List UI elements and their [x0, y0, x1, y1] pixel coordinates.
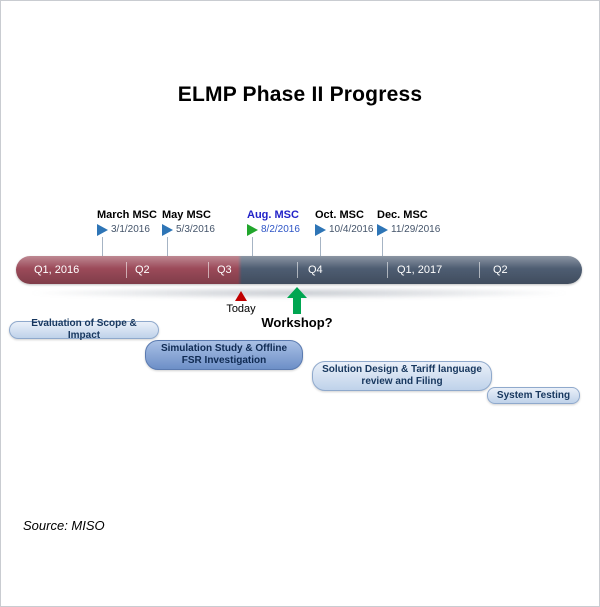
quarter-divider: [126, 262, 127, 278]
milestone-name: May MSC: [162, 209, 211, 221]
milestone-date-row: 3/1/2016: [97, 223, 207, 236]
milestone-name: Oct. MSC: [315, 209, 364, 221]
milestone-dec-msc: Dec. MSC 11/29/2016: [377, 209, 487, 257]
timeline-bar: Q1, 2016 Q2 Q3 Q4 Q1, 2017 Q2: [16, 256, 582, 284]
today-label: Today: [226, 303, 256, 315]
milestone-connector-line: [320, 237, 321, 257]
task-evaluation-scope-impact: Evaluation of Scope & Impact: [9, 318, 159, 341]
quarter-label: Q3: [217, 264, 232, 276]
today-triangle-icon: [235, 291, 247, 301]
task-system-testing: System Testing: [487, 387, 580, 404]
quarter-divider: [479, 262, 480, 278]
milestone-date-row: 10/4/2016: [315, 223, 425, 236]
up-arrow-icon: [287, 287, 307, 314]
milestone-may-msc: May MSC 5/3/2016: [162, 209, 272, 257]
quarter-divider: [297, 262, 298, 278]
milestone-date: 8/2/2016: [261, 224, 300, 235]
milestone-date: 3/1/2016: [111, 224, 150, 235]
milestone-oct-msc: Oct. MSC 10/4/2016: [315, 209, 425, 257]
milestone-date: 5/3/2016: [176, 224, 215, 235]
milestone-name: Dec. MSC: [377, 209, 428, 221]
milestone-date: 10/4/2016: [329, 224, 374, 235]
milestone-flag-icon: [162, 223, 173, 236]
milestone-name: March MSC: [97, 209, 157, 221]
milestone-connector-line: [382, 237, 383, 257]
workshop-label: Workshop?: [261, 315, 333, 330]
quarter-label: Q1, 2017: [397, 264, 443, 276]
milestone-date-row: 11/29/2016: [377, 223, 487, 236]
milestone-date-row: 8/2/2016: [247, 223, 357, 236]
task-solution-design-tariff: Solution Design & Tariff language review…: [312, 361, 492, 391]
quarter-divider: [387, 262, 388, 278]
milestone-flag-icon: [315, 223, 326, 236]
milestone-flag-icon: [377, 223, 388, 236]
milestone-aug-msc: Aug. MSC 8/2/2016: [247, 209, 357, 257]
quarter-label: Q2: [135, 264, 150, 276]
milestone-date-row: 5/3/2016: [162, 223, 272, 236]
workshop-marker: Workshop?: [252, 287, 342, 330]
milestone-date: 11/29/2016: [391, 224, 441, 235]
quarter-divider: [208, 262, 209, 278]
milestone-march-msc: March MSC 3/1/2016: [97, 209, 207, 257]
page-title: ELMP Phase II Progress: [177, 83, 423, 106]
milestone-flag-icon: [247, 223, 258, 236]
quarter-label: Q4: [308, 264, 323, 276]
milestone-connector-line: [252, 237, 253, 257]
task-simulation-study-fsr: Simulation Study & Offline FSR Investiga…: [145, 340, 303, 370]
milestone-connector-line: [167, 237, 168, 257]
milestone-connector-line: [102, 237, 103, 257]
quarter-label: Q1, 2016: [34, 264, 80, 276]
milestone-name: Aug. MSC: [247, 209, 299, 221]
milestone-flag-icon: [97, 223, 108, 236]
today-marker: Today: [215, 291, 267, 315]
source-credit: Source: MISO: [23, 518, 105, 533]
quarter-label: Q2: [493, 264, 508, 276]
